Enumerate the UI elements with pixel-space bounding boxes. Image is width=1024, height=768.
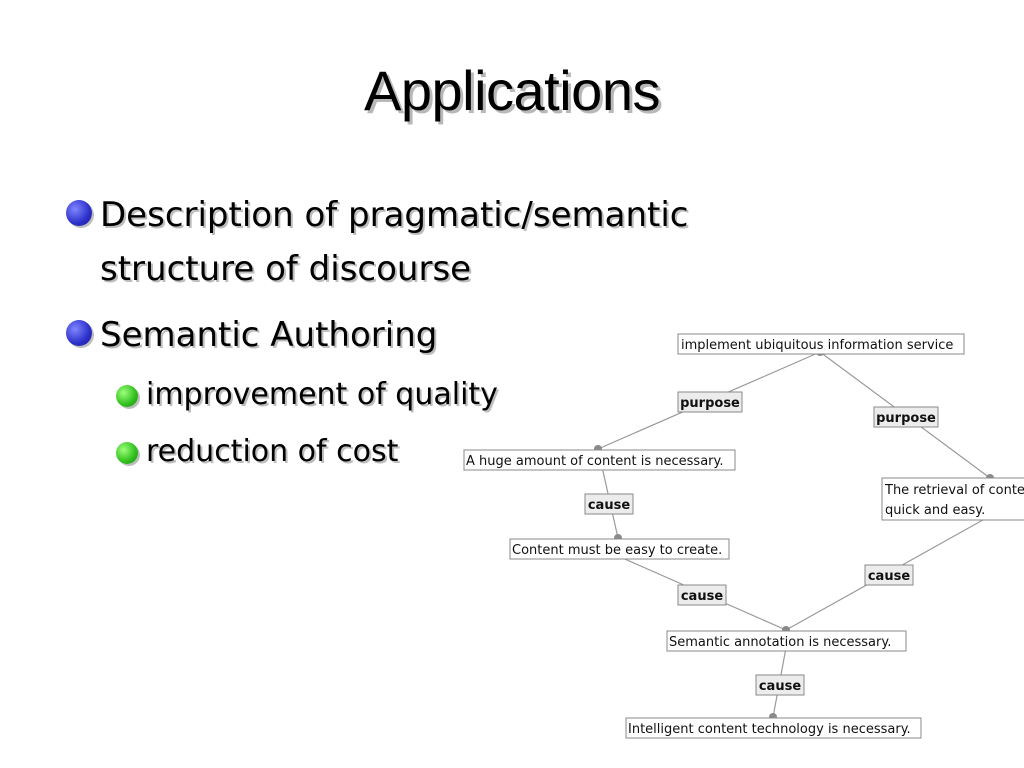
relation-purpose-right-label: purpose — [876, 411, 936, 426]
node-ubiquitous-label: implement ubiquitous information service — [681, 338, 953, 353]
relation-purpose-left-label: purpose — [680, 396, 740, 411]
node-huge: A huge amount of content is necessary. — [463, 449, 736, 471]
slide-title: Applications — [364, 59, 660, 122]
node-ubiquitous: implement ubiquitous information service — [677, 333, 965, 355]
relation-cause-3: cause — [864, 564, 914, 586]
node-intelligent-label: Intelligent content technology is necess… — [628, 722, 911, 737]
relation-purpose-left: purpose — [677, 391, 743, 413]
bullet-description-line2: structure of discourse — [100, 249, 472, 289]
sub-bullet-dot-icon — [116, 442, 138, 464]
node-easy-label: Content must be easy to create. — [512, 543, 722, 558]
node-easy: Content must be easy to create. — [509, 538, 730, 560]
diagram-anchors — [594, 348, 994, 721]
bullet-dot-icon — [66, 320, 92, 346]
relation-cause-2: cause — [677, 584, 727, 606]
node-retrieval: The retrieval of content is quick and ea… — [881, 477, 1024, 521]
node-retrieval-label-line2: quick and easy. — [885, 503, 985, 518]
relation-cause-4: cause — [755, 674, 805, 696]
bullet-dot-icon — [66, 200, 92, 226]
bullet-description: Description of pragmatic/semantic struct… — [100, 188, 689, 296]
relation-cause-1: cause — [584, 493, 634, 515]
node-retrieval-label-line1: The retrieval of content is — [884, 483, 1024, 498]
relation-cause-2-label: cause — [681, 589, 723, 604]
sub-bullet-dot-icon — [116, 385, 138, 407]
node-huge-label: A huge amount of content is necessary. — [466, 454, 723, 469]
sub-bullet-cost: reduction of cost — [146, 434, 399, 469]
relation-purpose-right: purpose — [873, 406, 939, 428]
node-annotation: Semantic annotation is necessary. — [666, 630, 907, 652]
bullet-description-line1: Description of pragmatic/semantic — [100, 195, 689, 235]
relation-cause-1-label: cause — [588, 498, 630, 513]
node-annotation-label: Semantic annotation is necessary. — [669, 635, 891, 650]
relation-cause-4-label: cause — [759, 679, 801, 694]
relation-cause-3-label: cause — [868, 569, 910, 584]
sub-bullet-quality: improvement of quality — [146, 377, 498, 412]
node-intelligent: Intelligent content technology is necess… — [625, 717, 922, 739]
bullet-semantic-authoring: Semantic Authoring — [100, 315, 438, 355]
